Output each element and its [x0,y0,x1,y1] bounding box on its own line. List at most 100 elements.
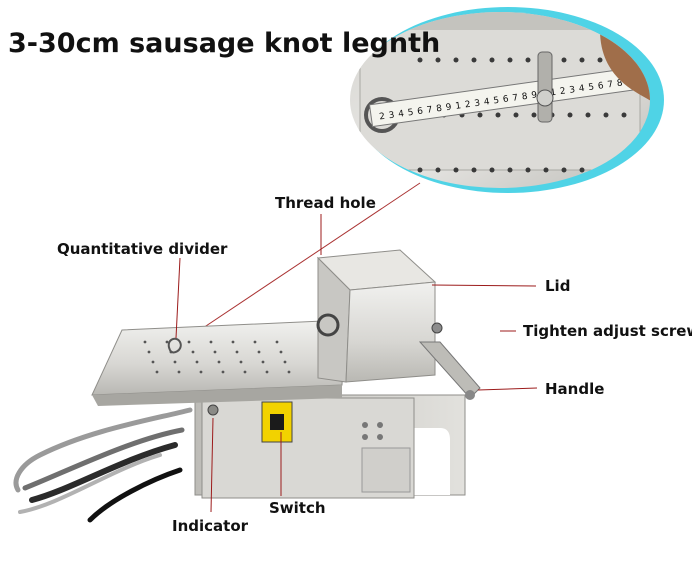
thread-hole-ring [316,313,340,337]
zoom-hole [453,167,459,173]
zoom-hole [579,167,585,173]
lid [345,281,436,383]
indicator-light [207,404,219,416]
tape-digit: 7 [607,80,614,91]
zoom-slider [537,51,553,123]
zoom-hole [435,167,441,173]
zoom-hole [513,112,519,118]
callout-lid: Lid [545,277,570,295]
tape-digit: 4 [398,109,405,120]
tape-digit: 4 [578,84,585,95]
zoom-pointer-line [175,182,421,347]
zoom-hole [585,112,591,118]
tray-hole [265,370,269,374]
tape-digit: 3 [474,98,481,109]
zoom-hole [579,57,585,63]
callout-tighten-adjust-screw: Tighten adjust screw [523,322,692,340]
tape-digit: 7 [512,93,519,104]
tape-digit: 9 [445,102,452,113]
tape-digit: 5 [588,82,595,93]
zoom-hole [603,112,609,118]
tape-digit: 2 [379,112,386,123]
tray-hole [261,360,265,364]
tray-hole [253,340,257,344]
zoom-hole [561,167,567,173]
zoom-hole [495,112,501,118]
tray-hole [243,370,247,374]
tray-hole [275,340,279,344]
callout-indicator: Indicator [172,517,249,535]
tray-hole [257,350,261,354]
zoom-hole [621,112,627,118]
callout-switch: Switch [269,499,326,517]
zoom-hole [525,167,531,173]
zoom-hole [489,167,495,173]
zoom-hole [543,167,549,173]
tape-digit: 2 [559,86,566,97]
tape-digit: 8 [436,104,443,115]
zoom-hole [471,57,477,63]
zoom-hand [600,29,650,110]
leader-lines [175,214,538,513]
callout-handle: Handle [545,380,604,398]
tray-hole [279,350,283,354]
tray-hole [217,360,221,364]
rating-plate [361,447,411,493]
tape-digit: 6 [502,94,509,105]
zoom-hole [453,57,459,63]
tray-hole [235,350,239,354]
quantitative-divider [167,337,182,354]
tray-hole [147,350,151,354]
zoom-hole [489,57,495,63]
tape-digit: 7 [426,105,433,116]
handle-rail [418,341,481,399]
tray-hole [221,370,225,374]
tray-hole [239,360,243,364]
zoom-hole [531,112,537,118]
tighten-screw [431,322,443,334]
tape-digit: 3 [569,85,576,96]
zoom-hole [597,57,603,63]
tray-hole [165,340,169,344]
tray-hole [155,370,159,374]
zoom-hole [507,57,513,63]
power-cables [13,407,193,523]
tray-hole [151,360,155,364]
tape-digit: 5 [493,96,500,107]
zoom-hole [477,112,483,118]
zoom-inset: 2345678912345678920123456789 [350,7,664,193]
zoom-hole [507,167,513,173]
tape-digit: 3 [388,110,395,121]
tape-digit: 5 [407,108,414,119]
zoom-hole [471,167,477,173]
tray-hole [191,350,195,354]
tape-digit: 6 [597,81,604,92]
machine-body [194,394,466,499]
feed-tray [91,319,346,396]
zoom-hole [567,112,573,118]
zoom-hole [615,167,621,173]
tray-hole [287,370,291,374]
tray-hole [173,360,177,364]
lid-assembly [316,249,437,383]
callout-thread-hole: Thread hole [275,194,376,212]
tray-hole [195,360,199,364]
tray-hole [213,350,217,354]
tape-digit: 1 [550,88,557,99]
zoom-hole [525,57,531,63]
tape-digit: 1 [455,101,462,112]
tray-holes [143,340,291,374]
tape-digit: 4 [483,97,490,108]
tape-digit: 2 [464,100,471,111]
tray-hole [177,370,181,374]
tray-hole [187,340,191,344]
tray-hole [283,360,287,364]
tray-hole [199,370,203,374]
tray-hole [209,340,213,344]
tray-hole [231,340,235,344]
tape-digit: 8 [616,78,623,89]
tape-digit: 9 [531,90,538,101]
tape-digit: 6 [417,106,424,117]
handle-knob [465,390,475,400]
